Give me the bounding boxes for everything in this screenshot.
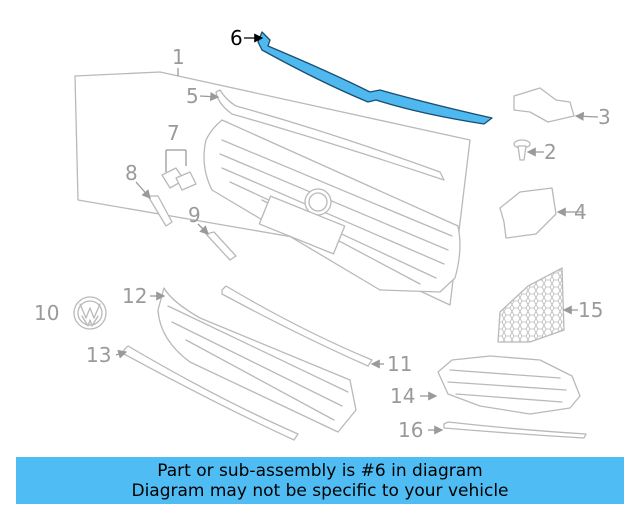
callout-2: 2 — [544, 140, 557, 164]
lower-trim-part-13 — [115, 345, 299, 441]
lower-grille-part-12 — [150, 287, 357, 433]
bracket-part-7 — [161, 149, 197, 191]
banner-line-2: Diagram may not be specific to your vehi… — [131, 480, 509, 501]
callout-5: 5 — [186, 84, 199, 108]
callout-4: 4 — [574, 200, 587, 224]
trim-strip-part-11 — [221, 285, 384, 369]
bracket-part-4 — [499, 187, 582, 239]
callout-13: 13 — [86, 343, 111, 367]
screw-part-2 — [513, 139, 544, 161]
callout-14: 14 — [390, 384, 415, 408]
strip-part-16 — [428, 421, 587, 439]
callout-15: 15 — [578, 298, 603, 322]
callout-9: 9 — [188, 203, 201, 227]
callout-12: 12 — [122, 284, 147, 308]
callout-16: 16 — [398, 418, 423, 442]
main-grille-assembly — [203, 119, 461, 293]
upper-molding-part-6-highlighted — [244, 31, 493, 125]
info-banner: Part or sub-assembly is #6 in diagram Di… — [16, 457, 624, 504]
callout-1: 1 — [172, 45, 185, 69]
banner-line-1: Part or sub-assembly is #6 in diagram — [157, 460, 483, 481]
callout-3: 3 — [598, 105, 611, 129]
callout-8: 8 — [125, 161, 138, 185]
small-strip-part-9 — [197, 223, 237, 261]
bracket-part-3 — [513, 87, 599, 123]
upper-trim-part-5 — [199, 89, 445, 181]
small-strip-part-8 — [135, 181, 173, 227]
callout-7: 7 — [167, 121, 180, 145]
lamp-grille-part-14 — [420, 355, 581, 415]
callout-6: 6 — [230, 26, 243, 50]
callout-10: 10 — [34, 301, 59, 325]
honeycomb-insert-part-15 — [497, 266, 578, 343]
callout-11: 11 — [387, 352, 412, 376]
emblem-part-10 — [73, 296, 107, 330]
